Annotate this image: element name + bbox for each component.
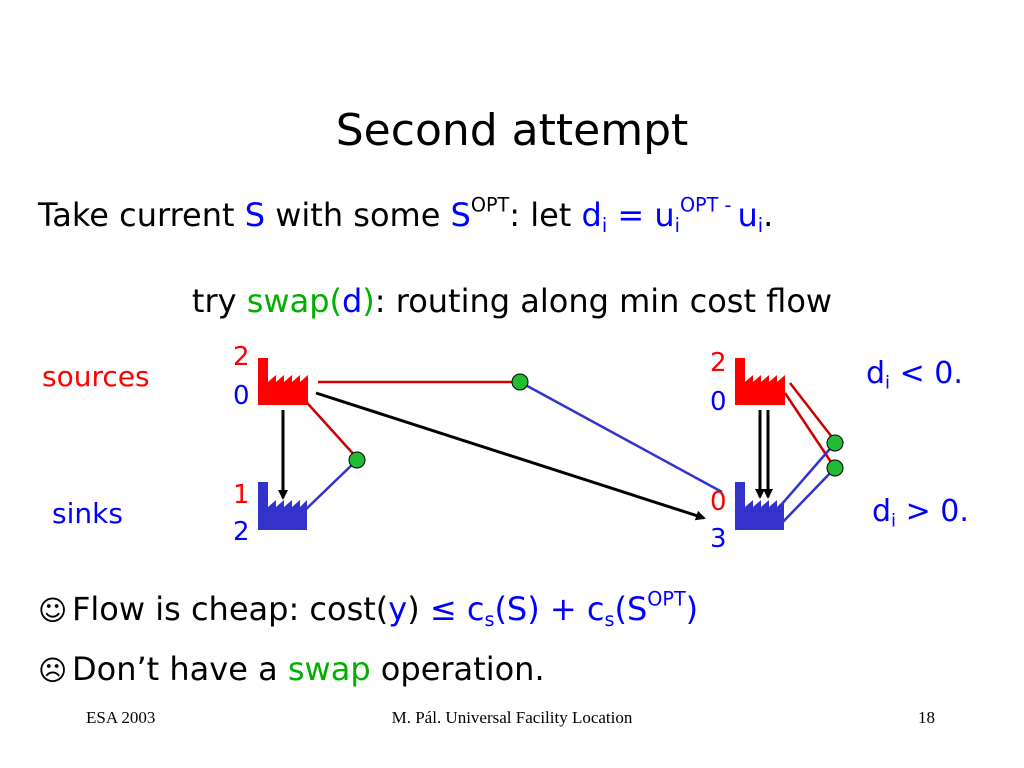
edge-red-right-b: [783, 392, 837, 469]
footer-title: M. Pál. Universal Facility Location: [391, 708, 633, 727]
source-left-top-value: 2: [233, 342, 250, 372]
node-top-middle: [511, 373, 529, 391]
node-right-upper: [826, 434, 844, 452]
swap-routing-line: try swap(d): routing along min cost flow: [191, 282, 833, 320]
sinks-label: sinks: [52, 497, 123, 530]
source-right-top-value: 2: [710, 348, 727, 378]
condition-negative: di < 0.: [866, 356, 963, 394]
factory-icon-source-right: [735, 358, 785, 405]
smiley-happy-icon: ☺: [38, 594, 68, 627]
node-left-middle: [348, 451, 366, 469]
node-right-lower: [826, 459, 844, 477]
definition-line: Take current S with some SOPT: let di = …: [38, 193, 774, 237]
sink-left-bottom-value: 2: [233, 517, 250, 547]
smiley-sad-icon: ☹: [38, 654, 68, 687]
sources-label: sources: [42, 360, 150, 393]
sink-right-top-value: 0: [710, 487, 727, 517]
factory-icon-sink-right: [735, 482, 784, 530]
bullet-no-swap: ☹Don’t have a swap operation.: [38, 650, 545, 688]
condition-positive: di > 0.: [872, 494, 969, 532]
sink-left-top-value: 1: [233, 480, 250, 510]
footer-conference: ESA 2003: [86, 708, 156, 727]
source-right-bottom-value: 0: [710, 387, 727, 417]
bullet-flow-cheap: ☺Flow is cheap: cost(y) ≤ cs(S) + cs(SOP…: [38, 587, 699, 631]
edge-red-right-a: [789, 382, 836, 442]
flow-arrow-diagonal: [315, 391, 706, 521]
source-left-bottom-value: 0: [233, 381, 250, 411]
slide-title: Second attempt: [335, 105, 689, 156]
edge-blue-left: [299, 459, 358, 516]
edge-red-left-diag: [299, 394, 358, 459]
edge-blue-right-a: [774, 442, 836, 513]
sink-right-bottom-value: 3: [710, 524, 727, 554]
footer-page-number: 18: [918, 708, 935, 727]
factory-icon-source-left: [258, 358, 308, 405]
factory-icon-sink-left: [258, 482, 307, 530]
edge-blue-long: [519, 380, 723, 494]
edge-blue-right-b: [779, 467, 836, 526]
